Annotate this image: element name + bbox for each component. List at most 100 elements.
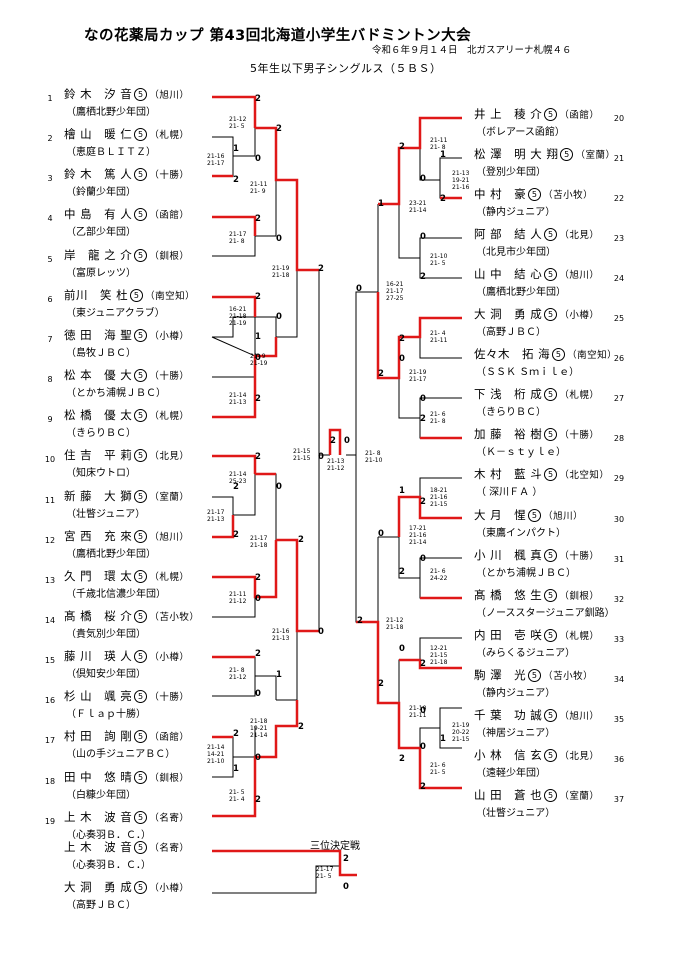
grade-badge: 5 xyxy=(134,810,148,824)
player-name: 阿 部 結 人 xyxy=(474,227,543,242)
grade-badge: 5 xyxy=(134,529,148,543)
player-number: 4 xyxy=(47,214,53,224)
match-result: 0 xyxy=(420,706,426,716)
player-team: （壮瞥ジュニア） xyxy=(66,508,146,520)
match-result: 2 xyxy=(298,722,304,732)
player-name: 下 浅 桁 成 xyxy=(474,387,543,402)
match-result: 2 xyxy=(420,497,426,507)
player-region: （苫小牧） xyxy=(149,611,200,623)
player-name: 小 川 楓 真 xyxy=(474,547,543,562)
grade-badge: 5 xyxy=(544,788,558,802)
player-number: 17 xyxy=(44,736,56,746)
match-result: 2 xyxy=(255,394,261,404)
player-name: 久 門 環 太 xyxy=(64,568,133,583)
player-number: 8 xyxy=(47,375,53,385)
match-result: 2 xyxy=(255,452,261,462)
match-result: 2 xyxy=(378,679,384,689)
page-title: なの花薬局カップ 第43回北海道小学生バドミントン大会 xyxy=(84,28,472,44)
match-result: 1 xyxy=(440,150,446,160)
grade-badge: 5 xyxy=(544,708,558,722)
player-name: 大 洞 勇 成 xyxy=(64,880,133,894)
match-result: 0 xyxy=(255,753,261,763)
player-region: （十勝） xyxy=(149,371,190,383)
player-team: （みらくるジュニア） xyxy=(476,647,576,659)
player-team: （島牧ＪＢＣ） xyxy=(66,347,136,359)
match-result: 0 xyxy=(420,742,426,752)
player-team: （心奏羽Ｂ．Ｃ．） xyxy=(66,829,151,841)
match-result: 0 xyxy=(420,554,426,564)
player-name: 上 木 波 音 xyxy=(64,809,133,824)
match-result: 0 xyxy=(318,452,324,462)
player-name: 髙 橋 悠 生 xyxy=(474,587,543,602)
match-result: 2 xyxy=(330,436,336,446)
player-region: （函館） xyxy=(559,110,600,121)
match-result: 2 xyxy=(255,214,261,224)
player-name: 髙 橋 桜 介 xyxy=(64,608,133,623)
match-result: 2 xyxy=(420,782,426,792)
match-result: 1 xyxy=(233,144,239,154)
player-number: 24 xyxy=(613,274,625,284)
player-name: 鈴 木 篤 人 xyxy=(64,167,133,182)
player-name: 村 田 詢 剛 xyxy=(64,729,133,744)
player-team: （白糠少年団） xyxy=(66,789,136,801)
player-number: 23 xyxy=(613,234,625,244)
match-result: 0 xyxy=(255,353,261,363)
player-number: 27 xyxy=(613,394,625,404)
grade-badge: 5 xyxy=(544,388,558,402)
match-result: 0 xyxy=(420,394,426,404)
grade-badge: 5 xyxy=(528,188,542,202)
player-region: （南空知） xyxy=(145,290,196,302)
match-result: 2 xyxy=(420,659,426,669)
player-team: （きらりＢＣ） xyxy=(66,428,136,440)
player-region: （室蘭） xyxy=(149,491,190,503)
player-team: （心奏羽Ｂ．Ｃ．） xyxy=(66,860,151,871)
player-team: （ 深川ＦＡ ） xyxy=(476,487,543,499)
player-name: 山 中 結 心 xyxy=(474,267,543,282)
player-number: 33 xyxy=(613,634,625,644)
grade-badge: 5 xyxy=(134,449,148,463)
player-region: （札幌） xyxy=(149,411,190,423)
player-number: 16 xyxy=(44,696,56,706)
grade-badge: 5 xyxy=(544,308,558,322)
grade-badge: 5 xyxy=(134,128,148,142)
player-team: （東ジュニアクラブ） xyxy=(66,307,165,319)
grade-badge: 5 xyxy=(544,228,558,242)
match-result: 2 xyxy=(233,530,239,540)
match-result: 1 xyxy=(276,670,282,680)
player-region: （札幌） xyxy=(149,130,190,142)
player-number: 3 xyxy=(47,174,53,184)
grade-badge: 5 xyxy=(560,148,574,162)
player-region: （小樽） xyxy=(149,652,190,664)
bracket-lines xyxy=(211,127,462,894)
match-result: 2 xyxy=(233,175,239,185)
player-number: 22 xyxy=(613,194,625,204)
player-number: 20 xyxy=(613,114,625,123)
player-name: 住 吉 平 莉 xyxy=(64,448,133,463)
